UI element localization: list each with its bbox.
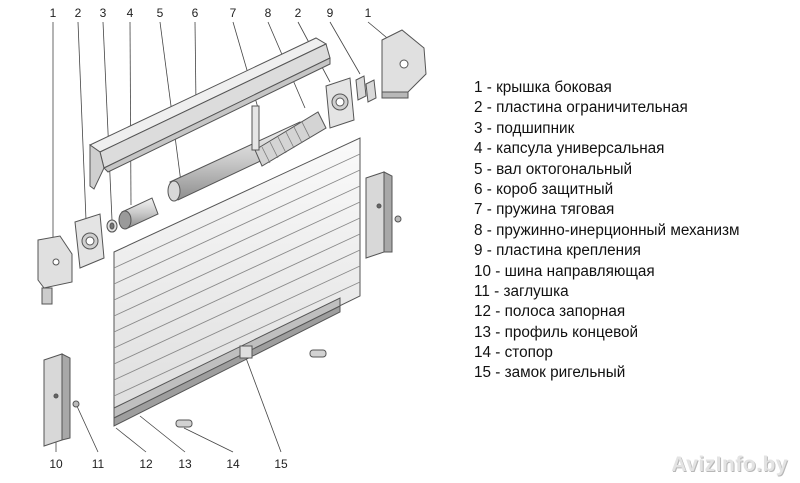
legend-item-4: 4 - капсула универсальная bbox=[474, 140, 665, 158]
legend-item-1: 1 - крышка боковая bbox=[474, 79, 612, 96]
legend-item-14: 14 - стопор bbox=[474, 344, 553, 362]
legend-item-7: 7 - пружина тяговая bbox=[474, 201, 615, 219]
side-cover-right-part bbox=[381, 29, 427, 99]
legend-item-5: 5 - вал октогональный bbox=[474, 160, 633, 178]
callout-top: 3 bbox=[100, 6, 107, 20]
callout-top: 2 bbox=[75, 6, 82, 20]
legend-item-10: 10 - шина направляющая bbox=[474, 262, 655, 280]
legend-item-9: 9 - пластина крепления bbox=[474, 242, 641, 260]
callout-top: 1 bbox=[365, 6, 372, 20]
callout-bottom: 11 bbox=[92, 457, 105, 471]
side-cover-left-part bbox=[37, 235, 73, 305]
legend-item-15: 15 - замок ригельный bbox=[474, 364, 626, 382]
guide-rail-right-part bbox=[365, 171, 402, 259]
legend-item-3: 3 - подшипник bbox=[474, 119, 575, 137]
legend-item-2: 2 - пластина ограничительная bbox=[474, 99, 688, 117]
limiting-plate-left-part bbox=[74, 213, 105, 269]
legend-item-11: 11 - заглушка bbox=[474, 282, 569, 300]
legend-item-6: 6 - короб защитный bbox=[474, 180, 614, 198]
callout-top: 8 bbox=[265, 6, 272, 20]
callout-bottom: 15 bbox=[274, 457, 288, 471]
callout-top: 5 bbox=[157, 6, 164, 20]
callouts-top: 1 2 3 4 5 6 7 8 2 9 1 bbox=[50, 6, 372, 20]
callout-top: 2 bbox=[295, 6, 302, 20]
stopper-part bbox=[175, 349, 327, 428]
parts-legend: 1 - крышка боковая 2 - пластина ограничит… bbox=[474, 78, 740, 384]
mounting-plate-part bbox=[355, 75, 377, 103]
callout-bottom: 12 bbox=[139, 457, 153, 471]
callout-bottom: 10 bbox=[49, 457, 63, 471]
callout-top: 4 bbox=[127, 6, 134, 20]
limiting-plate-right-part bbox=[325, 77, 355, 129]
legend-item-13: 13 - профиль концевой bbox=[474, 323, 639, 341]
capsule-part bbox=[106, 197, 159, 233]
protective-box-part bbox=[89, 37, 331, 190]
callout-top: 6 bbox=[192, 6, 199, 20]
callout-top: 7 bbox=[230, 6, 237, 20]
guide-rail-left-part bbox=[43, 353, 80, 447]
callout-top: 9 bbox=[327, 6, 334, 20]
leader-lines bbox=[52, 21, 393, 453]
curtain-part bbox=[113, 137, 361, 427]
legend-item-12: 12 - полоса запорная bbox=[474, 303, 626, 321]
legend-item-8: 8 - пружинно-инерционный механизм bbox=[474, 221, 740, 239]
callouts-bottom: 10 11 12 13 14 15 bbox=[49, 457, 288, 471]
callout-top: 1 bbox=[50, 6, 57, 20]
callout-bottom: 14 bbox=[226, 457, 240, 471]
callout-bottom: 13 bbox=[178, 457, 192, 471]
watermark: AvizInfo.by bbox=[671, 453, 788, 476]
spring-mechanism-part bbox=[251, 105, 327, 167]
